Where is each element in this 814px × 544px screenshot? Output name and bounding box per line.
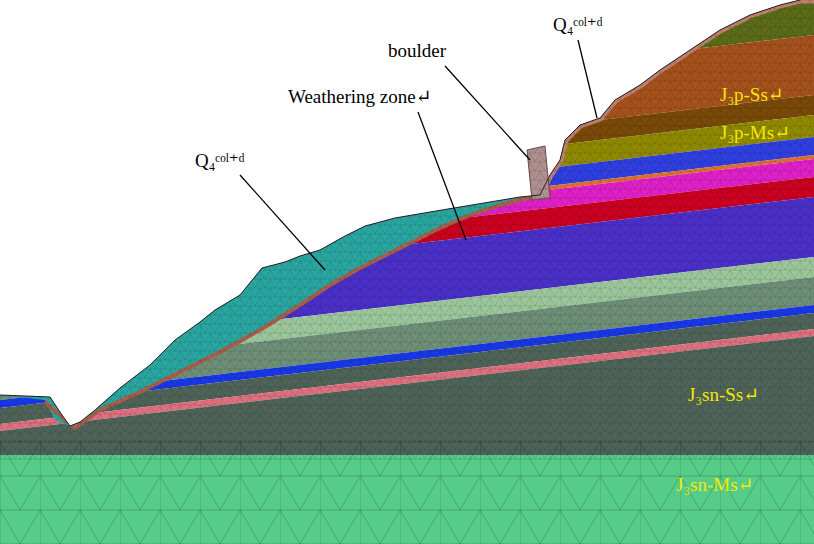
layer-label: Q₄ᶜᵒˡ⁺ᵈ <box>553 14 603 36</box>
leader-line <box>240 175 325 270</box>
leader-line <box>418 112 466 240</box>
ground-surface <box>0 0 800 426</box>
leader-line <box>578 40 597 118</box>
part-label: Weathering zone↵ <box>288 86 432 108</box>
leader-line <box>445 66 530 160</box>
leader-lines <box>240 40 597 270</box>
part-label: boulder <box>388 40 446 62</box>
layer-label: J₃sn-Ms↵ <box>676 474 753 496</box>
layer-label: J₃p-Ss↵ <box>720 84 784 106</box>
boulder-block <box>527 146 550 200</box>
layer-label: Q₄ᶜᵒˡ⁺ᵈ <box>195 150 245 172</box>
layer-label: J₃sn-Ss↵ <box>688 384 759 406</box>
layer-label: J₃p-Ms↵ <box>720 122 790 144</box>
